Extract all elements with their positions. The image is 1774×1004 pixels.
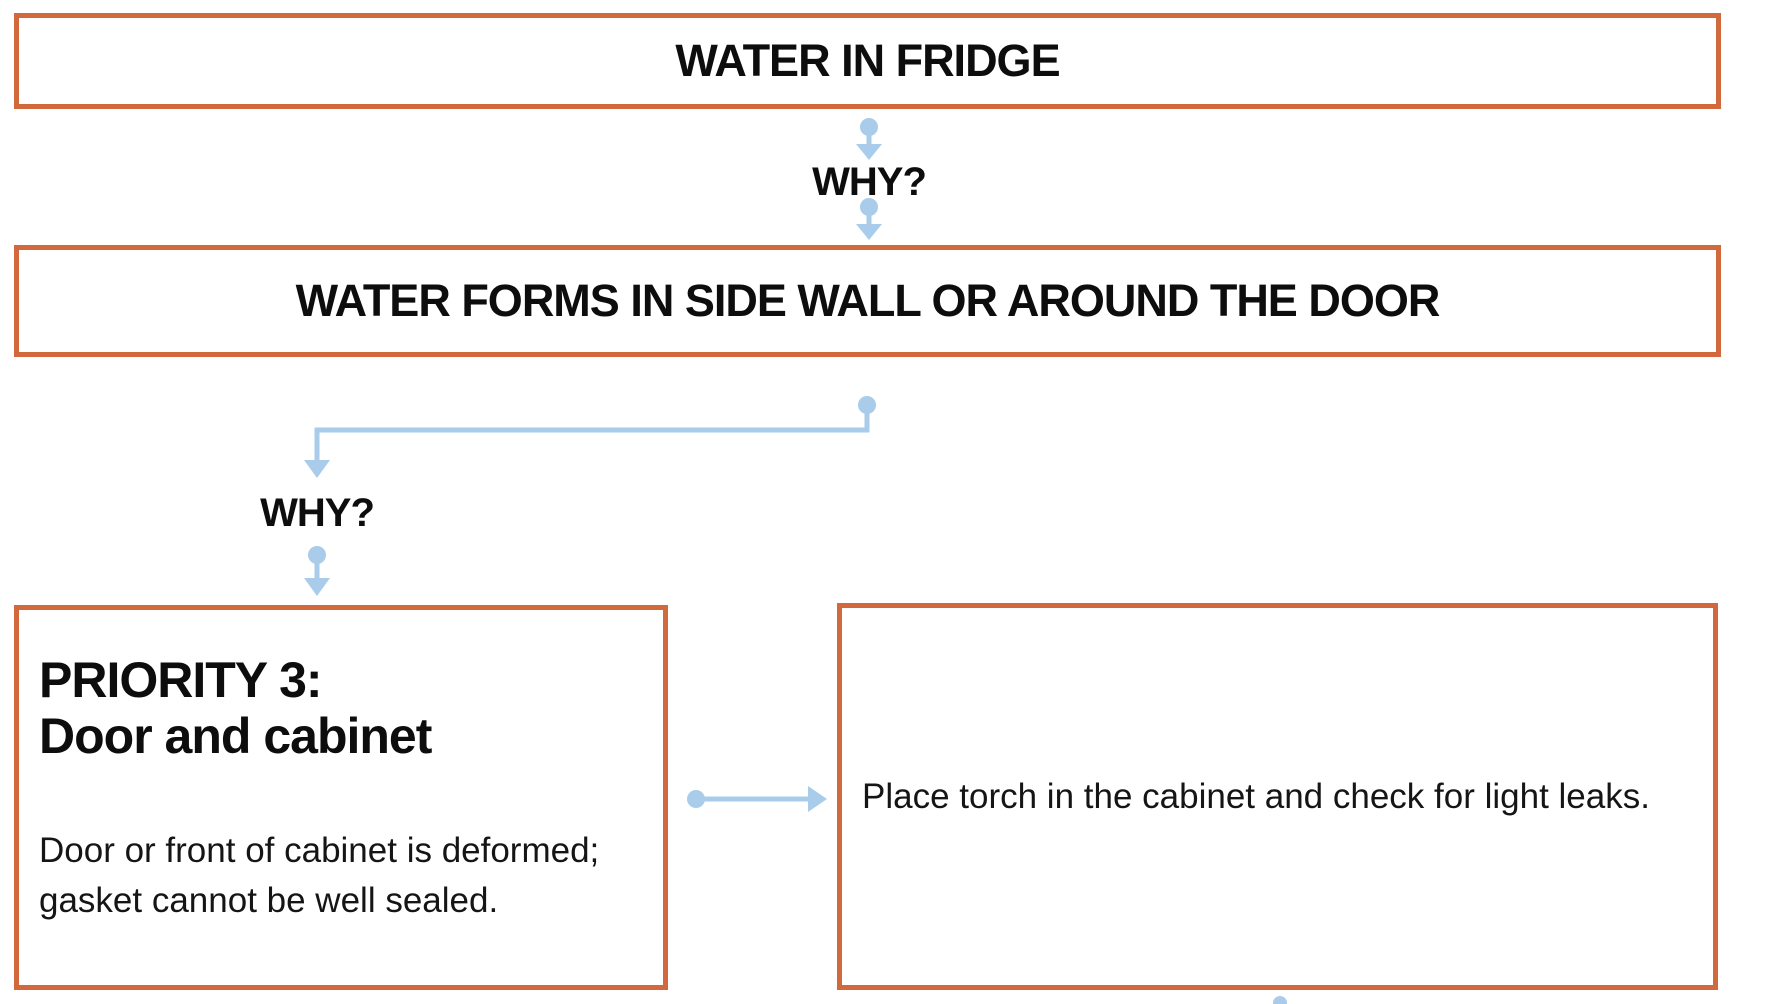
why-label-2: WHY? [260,491,375,535]
down-arrow-icon [856,118,882,160]
problem-box: WATER IN FRIDGE [14,13,1721,109]
action-box: Place torch in the cabinet and check for… [837,603,1718,990]
clipped-arrow-dot [1273,996,1287,1004]
down-arrow-icon [304,546,330,596]
action-box-body: Place torch in the cabinet and check for… [862,776,1650,816]
problem-box-title: WATER IN FRIDGE [675,35,1060,86]
priority-box-body: Door or front of cabinet is deformed; ga… [39,831,600,920]
right-arrow-icon [687,786,827,812]
why-label-1: WHY? [812,160,927,204]
priority-box-heading-line2: Door and cabinet [39,708,432,764]
cause-box: WATER FORMS IN SIDE WALL OR AROUND THE D… [14,245,1721,357]
elbow-connector [304,396,876,478]
cause-box-title: WATER FORMS IN SIDE WALL OR AROUND THE D… [295,275,1441,326]
priority-box-heading-line1: PRIORITY 3: [39,652,323,708]
priority-box: PRIORITY 3: Door and cabinet Door or fro… [14,605,668,990]
